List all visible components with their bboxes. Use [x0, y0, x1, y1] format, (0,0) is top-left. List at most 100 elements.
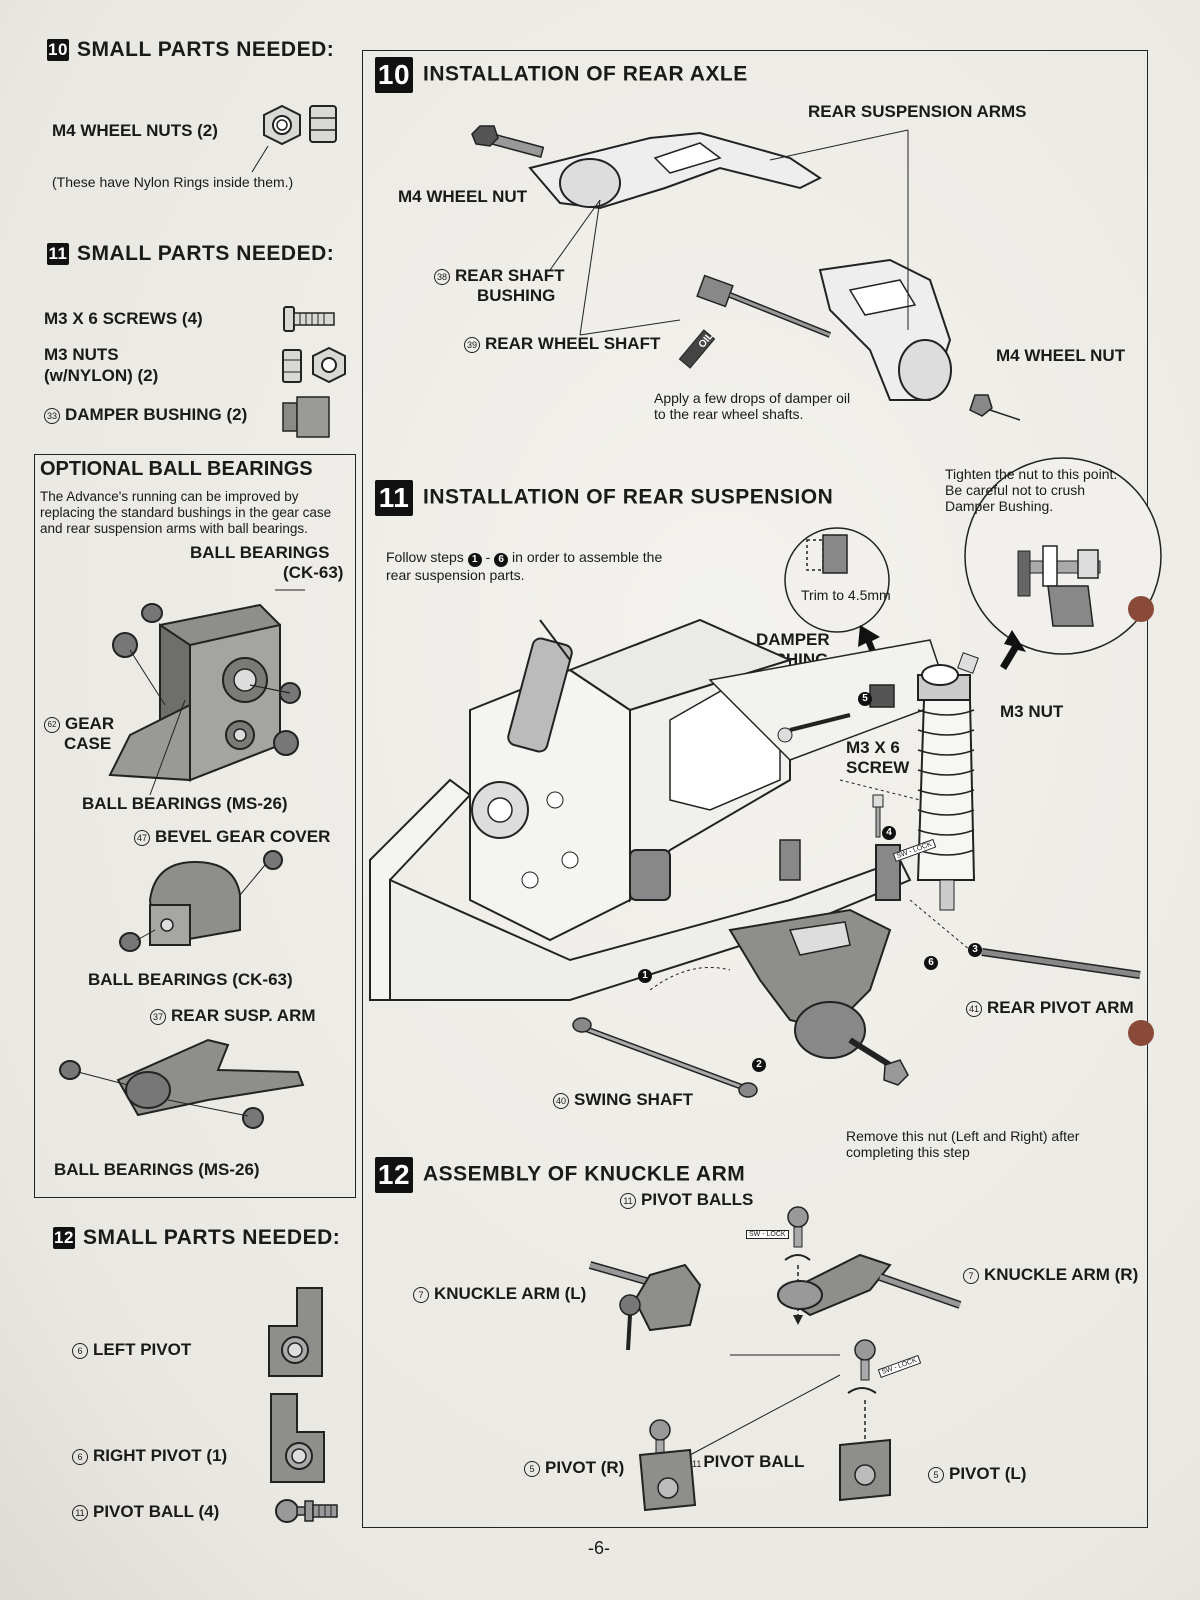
- pivot-ball-step-num: 11: [692, 1459, 702, 1469]
- right-pivot-icon: [270, 1393, 325, 1483]
- ball-bearings-ms26-1: BALL BEARINGS (MS-26): [82, 794, 288, 813]
- s11-title: SMALL PARTS NEEDED:: [77, 242, 335, 265]
- rear-wheel-shaft-num: 39: [464, 336, 480, 353]
- gear-case-num: 62: [44, 716, 60, 733]
- ball-bearings-ck63-2: BALL BEARINGS (CK-63): [88, 970, 293, 989]
- rear-pivot-arm-num: 41: [966, 1000, 982, 1017]
- follow-step-b: 6: [494, 553, 509, 567]
- follow-steps-note: Follow steps 1 - 6 in order to assemble …: [386, 549, 676, 583]
- damper-bushing-num: 33: [44, 407, 60, 424]
- optional-ball-bearings-box: [34, 454, 356, 1198]
- m3-nuts-label-2: (w/NYLON) (2): [44, 366, 159, 385]
- gear-case-text-2: CASE: [64, 734, 112, 753]
- step11-number: 11: [375, 480, 413, 516]
- s10-title: SMALL PARTS NEEDED:: [77, 38, 335, 61]
- pivot-l-num: 5: [928, 1466, 944, 1483]
- damper-bushing-label: DAMPER BUSHING (2): [65, 405, 248, 424]
- s12-number: 12: [53, 1227, 75, 1250]
- bevel-gear-cover-drawing: [119, 850, 283, 952]
- rear-shaft-bushing-1: REAR SHAFT: [455, 266, 565, 285]
- follow-pre: Follow steps: [386, 549, 464, 565]
- optional-title: OPTIONAL BALL BEARINGS: [40, 458, 313, 480]
- step-marker-6: 6: [924, 956, 938, 970]
- step10-title: INSTALLATION OF REAR AXLE: [423, 62, 748, 86]
- s12-header: 12 SMALL PARTS NEEDED:: [53, 1226, 340, 1250]
- step10-number: 10: [375, 57, 413, 93]
- page-number: -6-: [588, 1538, 610, 1558]
- step-marker-4: 4: [882, 826, 896, 840]
- rear-wheel-shaft-drawing: [678, 258, 1021, 421]
- pivot-ball-step-text: PIVOT BALL: [703, 1452, 805, 1471]
- pivot-l-label: 5 PIVOT (L): [928, 1464, 1026, 1484]
- tighten-note: Tighten the nut to this point. Be carefu…: [945, 466, 1118, 514]
- rear-susp-arm-drawing: [59, 1038, 305, 1129]
- knuckle-arm-l-label: 7 KNUCKLE ARM (L): [413, 1284, 586, 1304]
- damper-bushing-step-label-1: DAMPER: [756, 630, 830, 649]
- trim-detail-circle: [784, 527, 890, 633]
- m3-nut-icon: [282, 346, 346, 384]
- nylon-rings-note: (These have Nylon Rings inside them.): [52, 174, 294, 190]
- pivot-l-text: PIVOT (L): [949, 1464, 1027, 1483]
- step-marker-2: 2: [752, 1058, 766, 1072]
- rear-wheel-shaft-text: REAR WHEEL SHAFT: [485, 334, 661, 353]
- knuckle-arm-assembly-drawing: [588, 1206, 962, 1512]
- trim-label: Trim to 4.5mm: [801, 587, 891, 603]
- pivot-balls-text: PIVOT BALLS: [641, 1190, 754, 1209]
- s10-header: 10 SMALL PARTS NEEDED:: [47, 38, 334, 62]
- right-pivot-label: RIGHT PIVOT (1): [93, 1446, 228, 1465]
- step-marker-3: 3: [968, 943, 982, 957]
- rear-shaft-bushing-num: 38: [434, 268, 450, 285]
- m4-wheel-nut-right-label: M4 WHEEL NUT: [996, 346, 1126, 365]
- tighten-detail-circle: [964, 457, 1162, 655]
- binder-hole-bottom: [1128, 1020, 1154, 1046]
- rear-pivot-arm-text: REAR PIVOT ARM: [987, 998, 1134, 1017]
- m3x6-step-label-1: M3 X 6: [846, 738, 900, 757]
- rear-suspension-arms-label: REAR SUSPENSION ARMS: [808, 102, 1027, 121]
- step12-number: 12: [375, 1157, 413, 1193]
- damper-bushing-icon: [282, 396, 330, 438]
- pivot-balls-num: 11: [620, 1192, 636, 1209]
- m3x6-screws-label: M3 X 6 SCREWS (4): [44, 309, 203, 328]
- knuckle-arm-l-text: KNUCKLE ARM (L): [434, 1284, 587, 1303]
- left-pivot-num: 6: [72, 1342, 88, 1359]
- gear-case-drawing: [108, 589, 305, 796]
- step-marker-1: 1: [638, 969, 652, 983]
- m3x6-step-label-2: SCREW: [846, 758, 910, 777]
- rear-susp-text: REAR SUSP. ARM: [171, 1006, 316, 1025]
- rear-susp-num: 37: [150, 1008, 166, 1025]
- arrow-up-right: [1000, 630, 1026, 670]
- s10-number: 10: [47, 39, 69, 62]
- m3x6-screw-icon: [283, 306, 335, 332]
- rear-shaft-bushing-2: BUSHING: [477, 286, 556, 305]
- instructions-panel: [362, 50, 1148, 1528]
- knuckle-arm-r-num: 7: [963, 1267, 979, 1284]
- s12-title: SMALL PARTS NEEDED:: [83, 1226, 341, 1249]
- step10-header: 10 INSTALLATION OF REAR AXLE: [375, 57, 748, 93]
- rear-wheel-shaft-label: 39 REAR WHEEL SHAFT: [464, 334, 660, 354]
- rear-shaft-bushing-label: 38 REAR SHAFT: [434, 266, 565, 286]
- rear-pivot-arm-label: 41 REAR PIVOT ARM: [966, 998, 1134, 1018]
- rear-suspension-assembly-drawing: [369, 618, 1141, 1098]
- knuckle-arm-l-num: 7: [413, 1286, 429, 1303]
- nut-callout-line: [251, 145, 269, 173]
- sw-lock-tag-12a: SW - LOCK: [746, 1230, 789, 1239]
- swing-shaft-num: 40: [553, 1092, 569, 1109]
- pivot-r-text: PIVOT (R): [545, 1458, 625, 1477]
- ball-bearings-ck63-top-2: (CK-63): [283, 563, 344, 582]
- bevel-text: BEVEL GEAR COVER: [155, 827, 331, 846]
- m4-wheel-nut-left-label: M4 WHEEL NUT: [398, 187, 528, 206]
- follow-step-a: 1: [467, 553, 482, 567]
- damper-bushing-row: 33 DAMPER BUSHING (2): [44, 405, 247, 425]
